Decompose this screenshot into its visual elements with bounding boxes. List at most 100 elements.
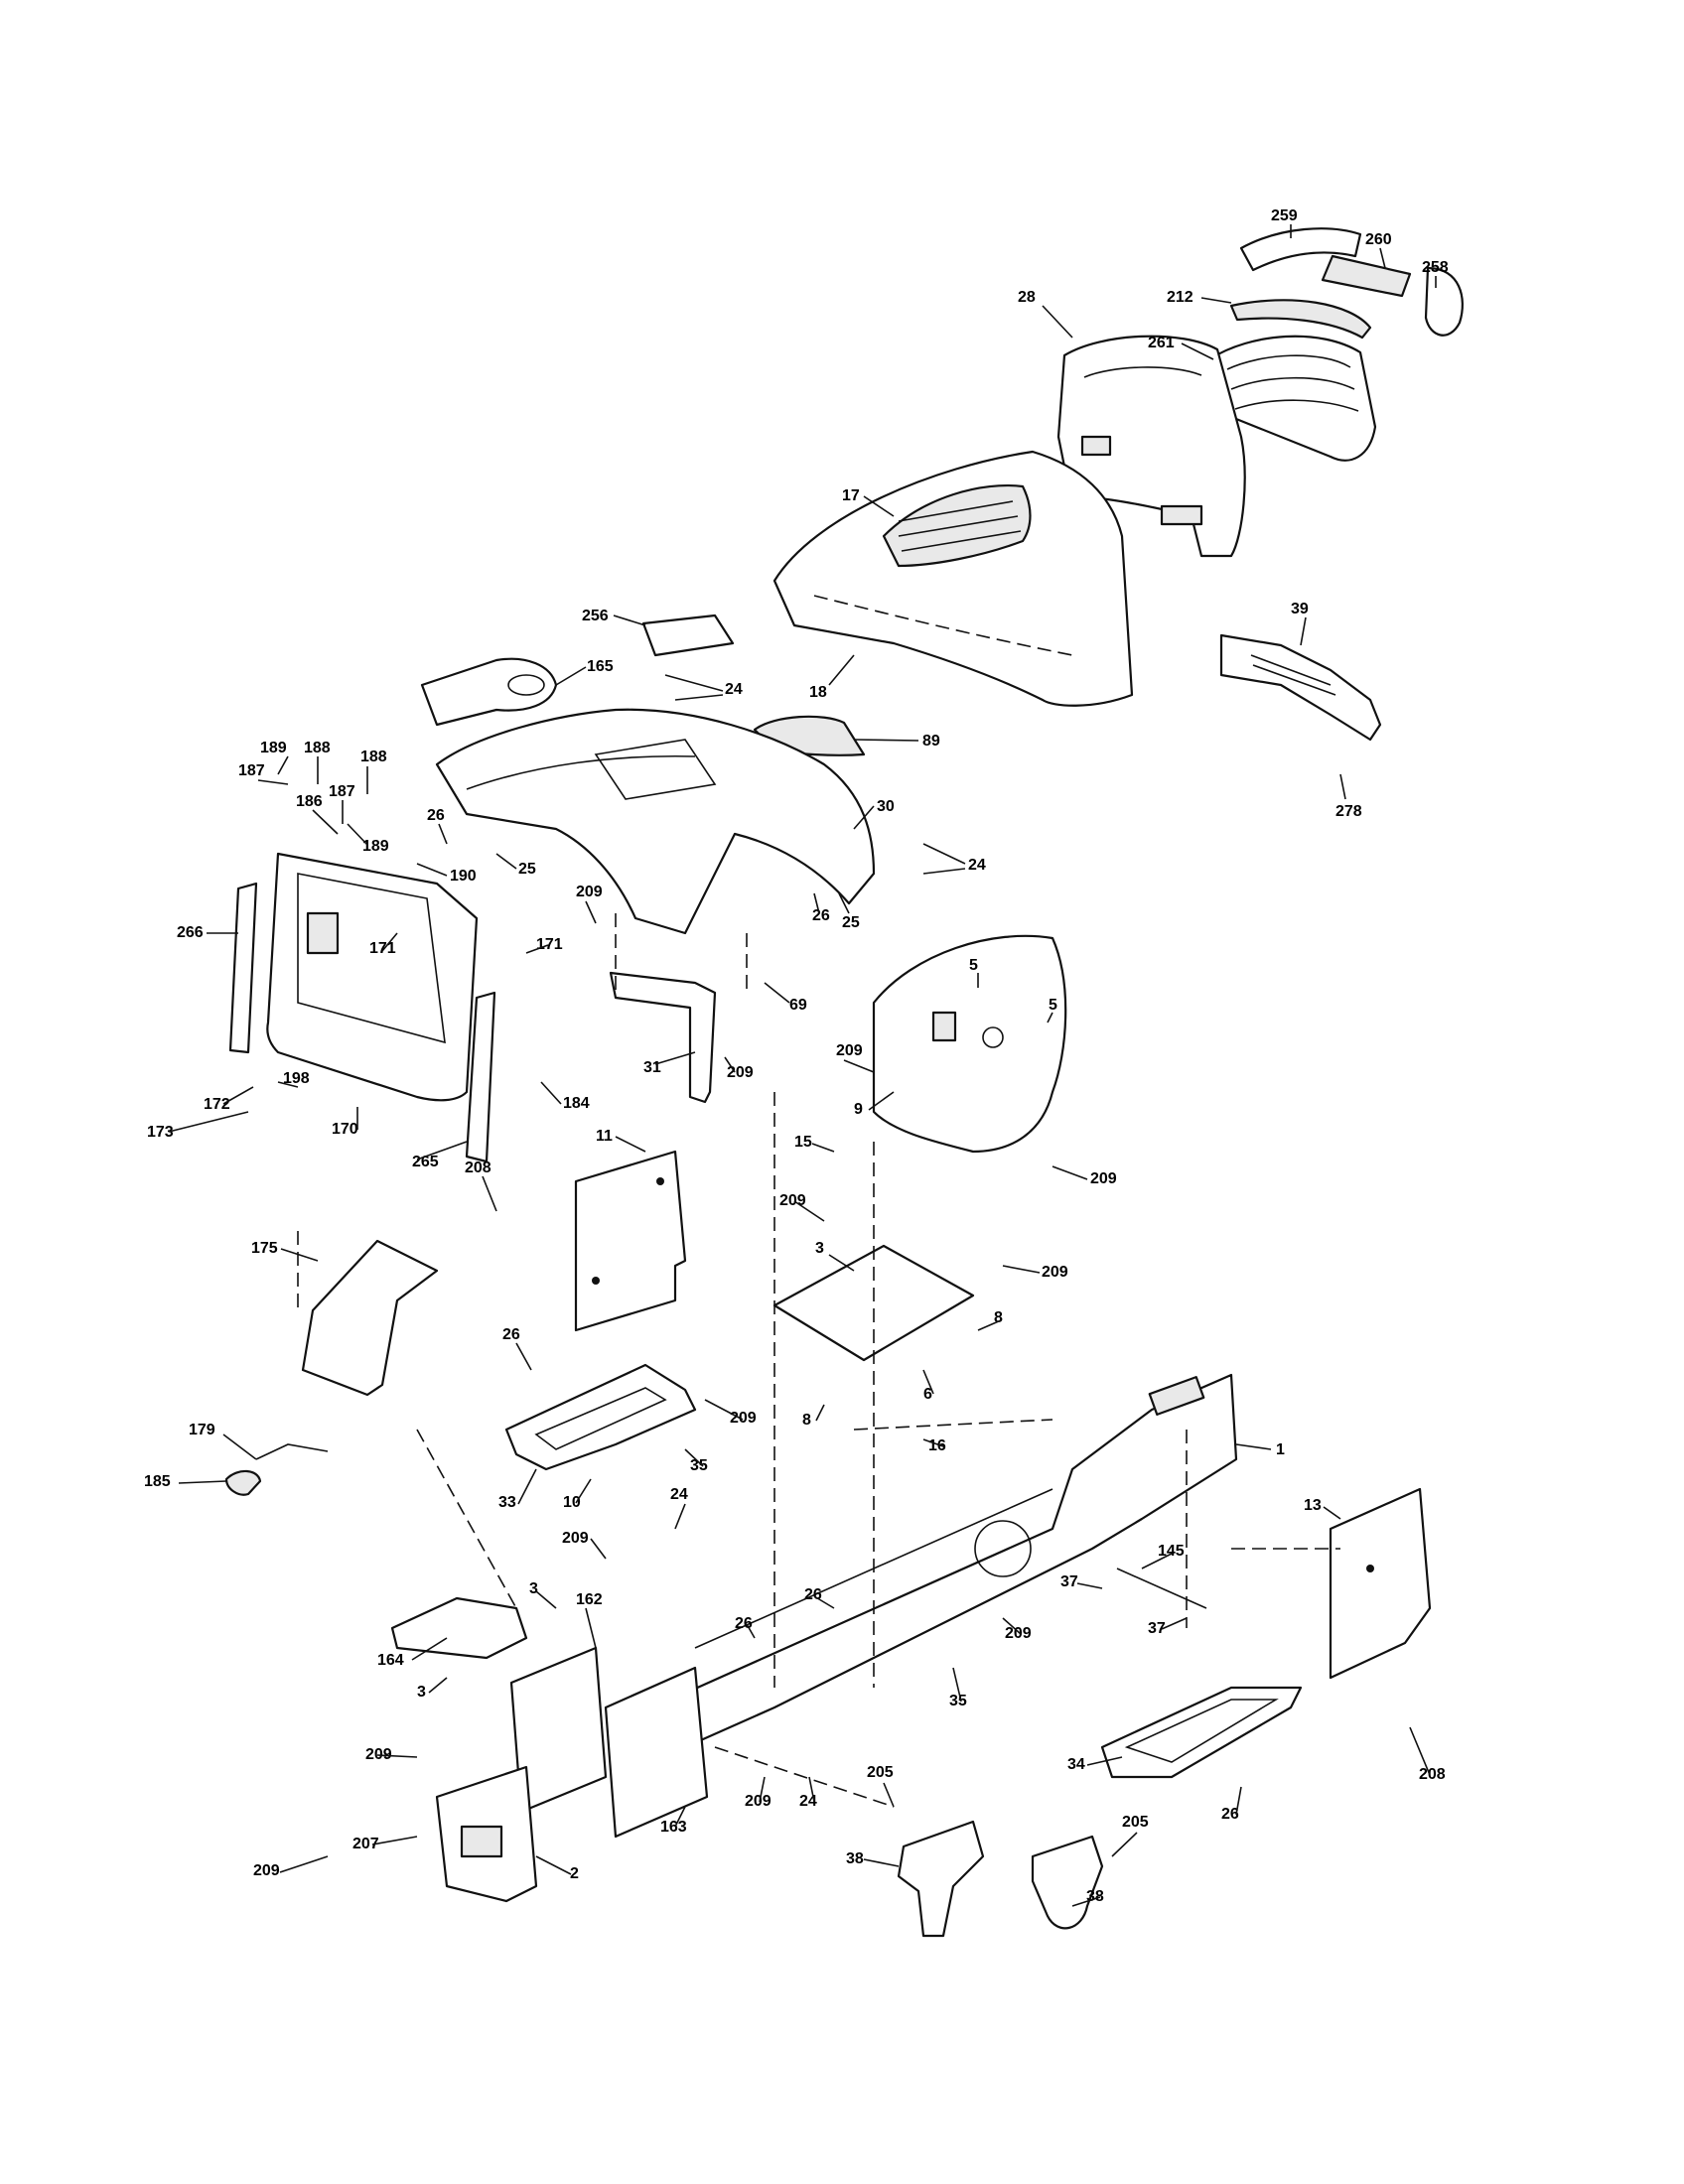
part-31-bracket <box>609 971 717 1104</box>
label-35a: 35 <box>690 1457 708 1474</box>
part-34-footrest <box>1100 1686 1303 1779</box>
label-170: 170 <box>332 1121 358 1138</box>
label-261: 261 <box>1148 335 1175 351</box>
part-256-cover <box>641 614 735 657</box>
label-175: 175 <box>251 1240 278 1257</box>
label-16: 16 <box>928 1437 946 1454</box>
part-259-trim <box>1239 227 1362 272</box>
label-212: 212 <box>1167 289 1193 306</box>
part-38b-bracket <box>1031 1835 1104 1930</box>
label-30: 30 <box>877 798 895 815</box>
label-173: 173 <box>147 1124 174 1141</box>
label-10: 10 <box>563 1494 581 1511</box>
part-38a-bracket <box>897 1820 985 1938</box>
label-209b: 209 <box>836 1042 863 1059</box>
part-30-fender <box>435 708 876 935</box>
label-11: 11 <box>596 1128 613 1145</box>
label-188a: 188 <box>304 740 331 756</box>
label-38b: 38 <box>1086 1888 1104 1905</box>
label-209a: 209 <box>576 884 603 900</box>
label-165: 165 <box>587 658 614 675</box>
label-162: 162 <box>576 1591 603 1608</box>
label-17: 17 <box>842 487 860 504</box>
part-28-hood-front <box>1056 335 1246 558</box>
label-205b: 205 <box>1122 1814 1149 1831</box>
label-278: 278 <box>1335 803 1362 820</box>
label-24a: 24 <box>725 681 743 698</box>
label-24c: 24 <box>670 1486 688 1503</box>
label-184: 184 <box>563 1095 590 1112</box>
label-3c: 3 <box>417 1684 426 1701</box>
label-164: 164 <box>377 1652 404 1669</box>
part-179-lever <box>255 1443 329 1460</box>
part-163-plate <box>604 1666 709 1839</box>
part-212-strip <box>1229 299 1372 340</box>
part-164-bracket <box>390 1596 528 1660</box>
part-1-frame <box>673 1373 1238 1749</box>
label-9: 9 <box>854 1101 863 1118</box>
label-145: 145 <box>1158 1543 1185 1560</box>
label-209d: 209 <box>1090 1170 1117 1187</box>
label-190: 190 <box>450 868 477 885</box>
label-172: 172 <box>204 1096 230 1113</box>
part-185-knob <box>224 1469 262 1496</box>
label-185: 185 <box>144 1473 171 1490</box>
label-186: 186 <box>296 793 323 810</box>
label-209c: 209 <box>727 1064 754 1081</box>
label-28: 28 <box>1018 289 1036 306</box>
label-37b: 37 <box>1148 1620 1166 1637</box>
label-26f: 26 <box>1221 1806 1239 1823</box>
label-26b: 26 <box>812 907 830 924</box>
label-2: 2 <box>570 1865 579 1882</box>
label-26d: 26 <box>804 1586 822 1603</box>
label-209h: 209 <box>562 1530 589 1547</box>
label-18: 18 <box>809 684 827 701</box>
label-208b: 208 <box>1419 1766 1446 1783</box>
label-209f: 209 <box>1042 1264 1068 1281</box>
label-266: 266 <box>177 924 204 941</box>
label-5b: 5 <box>1049 997 1057 1014</box>
part-13-rear-plate <box>1329 1487 1432 1680</box>
label-256: 256 <box>582 608 609 624</box>
part-9-support <box>872 934 1067 1154</box>
label-259: 259 <box>1271 207 1298 224</box>
part-39-bracket <box>1219 633 1382 742</box>
label-1: 1 <box>1276 1441 1285 1458</box>
part-258-end-cap <box>1424 266 1464 337</box>
label-188b: 188 <box>360 749 387 765</box>
label-69: 69 <box>789 997 807 1014</box>
part-11-panel <box>574 1150 687 1332</box>
part-170-frame <box>266 852 479 1102</box>
label-208a: 208 <box>465 1160 491 1176</box>
label-37a: 37 <box>1060 1573 1078 1590</box>
label-171b: 171 <box>536 936 563 953</box>
label-187a: 187 <box>238 762 265 779</box>
label-209i: 209 <box>1005 1625 1032 1642</box>
label-3b: 3 <box>529 1580 538 1597</box>
label-26c: 26 <box>502 1326 520 1343</box>
label-24b: 24 <box>968 857 986 874</box>
label-15: 15 <box>794 1134 812 1151</box>
part-265-rail <box>465 991 496 1163</box>
part-175-chute <box>301 1239 439 1397</box>
label-209g: 209 <box>730 1410 757 1427</box>
label-258: 258 <box>1422 259 1449 276</box>
label-25b: 25 <box>842 914 860 931</box>
part-2-bracket <box>435 1765 538 1903</box>
label-89: 89 <box>922 733 940 750</box>
part-17-hood <box>772 450 1134 707</box>
label-8b: 8 <box>802 1412 811 1429</box>
part-145-rod <box>1116 1568 1207 1609</box>
label-198: 198 <box>283 1070 310 1087</box>
label-163: 163 <box>660 1819 687 1836</box>
label-207: 207 <box>352 1836 379 1852</box>
leader-lines <box>168 224 1437 1907</box>
label-260: 260 <box>1365 231 1392 248</box>
label-5a: 5 <box>969 957 978 974</box>
label-34: 34 <box>1067 1756 1085 1773</box>
part-260-grille-strip <box>1321 254 1412 298</box>
label-189a: 189 <box>260 740 287 756</box>
alignment-lines <box>297 913 1340 1808</box>
part-33-footrest <box>504 1363 697 1471</box>
